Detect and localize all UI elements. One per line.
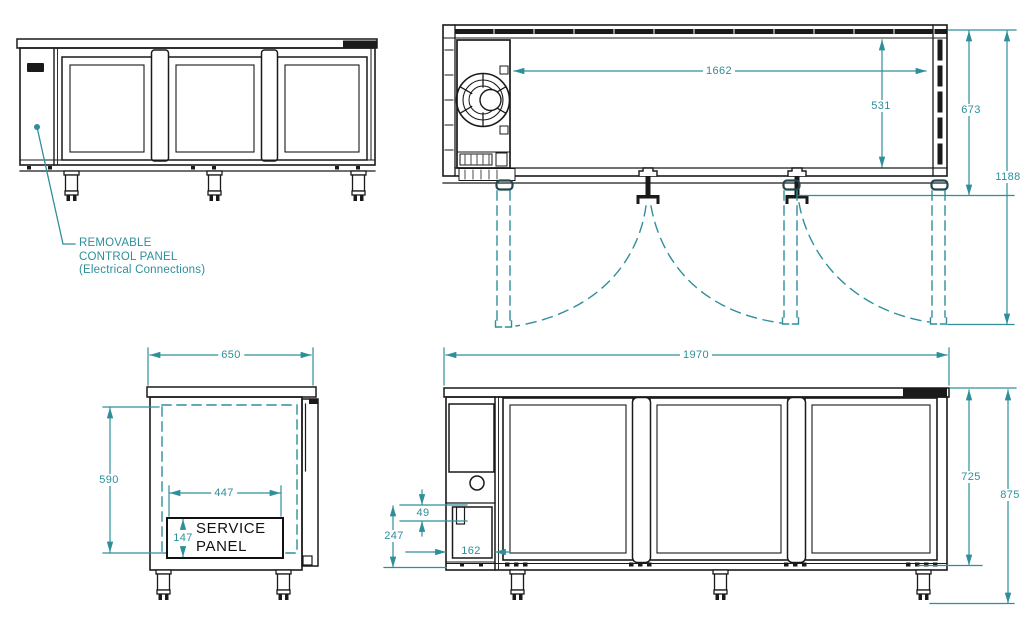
dim-front-compartment-width: 162 (458, 545, 484, 557)
note-line-2: CONTROL PANEL (79, 250, 178, 263)
dim-plan-overall-depth: 673 (958, 104, 984, 116)
note-line-1: REMOVABLE (79, 237, 152, 249)
dim-front-lower-section: 247 (381, 530, 407, 542)
dim-front-hinge-gap: 49 (413, 507, 433, 519)
dim-plan-inner-width: 1662 (702, 65, 736, 77)
dim-service-panel-height: 147 (170, 532, 196, 544)
note-line-3: (Electrical Connections) (79, 264, 206, 276)
service-panel-line-2: PANEL (196, 538, 248, 555)
condenser-fan-icon (455, 65, 511, 135)
service-panel-line-1: SERVICE (196, 520, 266, 537)
dim-front-body-height: 725 (958, 471, 984, 483)
dim-side-depth: 650 (218, 349, 244, 361)
dim-front-overall-height: 875 (997, 489, 1023, 501)
door-swing-projection (494, 190, 948, 328)
dim-service-panel-width: 447 (211, 487, 237, 499)
view-plan (442, 24, 1017, 328)
front-dimensions (383, 347, 1017, 605)
view-front (383, 347, 1017, 605)
view-front-elevation (16, 38, 378, 245)
dim-front-width: 1970 (679, 349, 713, 361)
leader-line (34, 124, 76, 245)
dim-plan-inner-depth: 531 (868, 100, 894, 112)
hinge-bracket (636, 167, 660, 204)
view-side (102, 347, 319, 601)
dim-plan-depth-doors-open: 1188 (992, 171, 1024, 183)
removable-control-panel-note: REMOVABLE CONTROL PANEL (Electrical Conn… (79, 237, 205, 278)
service-panel-label: SERVICE PANEL (196, 520, 266, 556)
control-switch (27, 63, 44, 72)
dim-side-interior-height: 590 (96, 474, 122, 486)
